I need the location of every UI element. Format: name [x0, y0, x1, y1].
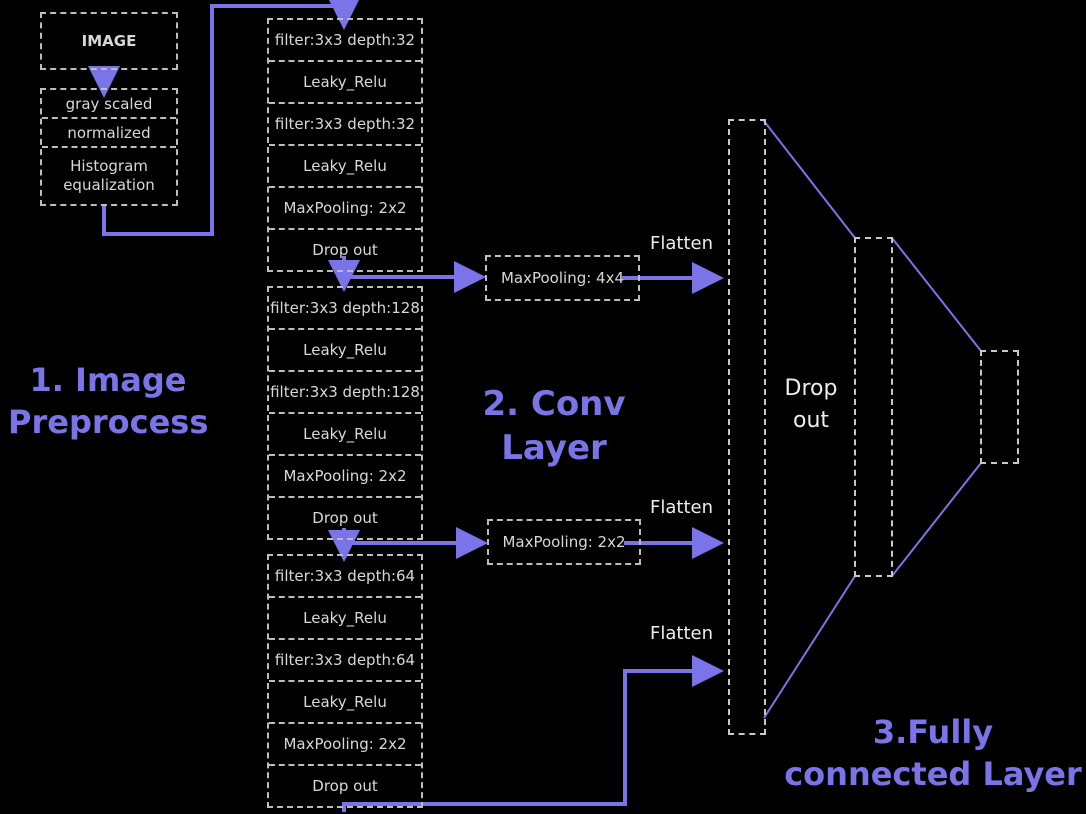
conv-layer-label: MaxPooling: 2x2: [283, 199, 407, 217]
conv-layer-label: MaxPooling: 2x2: [283, 467, 407, 485]
preprocess-step-label: Histogram equalization: [63, 156, 155, 195]
dropout-label-text: Drop out: [784, 376, 838, 433]
fc-funnel-line: [763, 120, 856, 239]
conv-layer-label: Leaky_Relu: [303, 73, 387, 91]
stage-label-preprocess: 1. Image Preprocess: [8, 360, 208, 443]
flatten-label: Flatten: [650, 233, 713, 254]
conv-layer: Leaky_Relu: [269, 598, 421, 640]
stage-label-conv: 2. Conv Layer: [434, 382, 674, 470]
conv-layer: Leaky_Relu: [269, 414, 421, 456]
fc-funnel-line: [891, 462, 982, 577]
flatten-label-text: Flatten: [650, 497, 713, 518]
dropout-column: [728, 119, 766, 735]
preprocess-stack: gray scaled normalized Histogram equaliz…: [40, 88, 178, 206]
arrow-preprocess-to-conv: [102, 0, 360, 236]
conv-layer-label: filter:3x3 depth:64: [274, 651, 416, 669]
conv-layer: filter:3x3 depth:32: [269, 104, 421, 146]
side-pool-1: MaxPooling: 4x4: [485, 255, 640, 301]
conv-layer-label: filter:3x3 depth:128: [270, 383, 420, 401]
conv-block-2: filter:3x3 depth:128 Leaky_Relu filter:3…: [267, 286, 423, 540]
flatten-label-text: Flatten: [650, 233, 713, 254]
conv-block-3: filter:3x3 depth:64 Leaky_Relu filter:3x…: [267, 554, 423, 808]
flatten-label-text: Flatten: [650, 623, 713, 644]
stage-label-text: 2. Conv Layer: [482, 384, 626, 469]
conv-block-1: filter:3x3 depth:32 Leaky_Relu filter:3x…: [267, 18, 423, 272]
side-pool-2: MaxPooling: 2x2: [487, 519, 641, 565]
fc-layer-output: [980, 350, 1019, 464]
image-input-label: IMAGE: [81, 31, 137, 50]
conv-layer: filter:3x3 depth:32: [269, 20, 421, 62]
conv-layer-label: filter:3x3 depth:128: [270, 299, 420, 317]
conv-layer-label: Leaky_Relu: [303, 157, 387, 175]
preprocess-step-label: normalized: [67, 123, 151, 142]
flatten-label: Flatten: [650, 497, 713, 518]
image-input-box: IMAGE: [40, 12, 178, 70]
conv-layer-label: Drop out: [312, 509, 378, 527]
side-pool-label: MaxPooling: 4x4: [500, 268, 625, 287]
preprocess-step-label: gray scaled: [65, 94, 153, 113]
conv-layer-label: Leaky_Relu: [303, 425, 387, 443]
conv-layer: filter:3x3 depth:64: [269, 640, 421, 682]
stage-label-text: 3.Fully connected Layer: [784, 713, 1082, 793]
conv-layer-label: Leaky_Relu: [303, 693, 387, 711]
conv-layer-label: MaxPooling: 2x2: [283, 735, 407, 753]
fc-layer-hidden: [854, 237, 893, 577]
conv-layer-label: Leaky_Relu: [303, 341, 387, 359]
conv-layer: Drop out: [269, 230, 421, 270]
preprocess-step: gray scaled: [42, 90, 176, 119]
conv-layer: filter:3x3 depth:128: [269, 288, 421, 330]
fc-funnel-line: [763, 575, 856, 719]
conv-layer: Leaky_Relu: [269, 330, 421, 372]
conv-layer-label: Drop out: [312, 241, 378, 259]
conv-layer: MaxPooling: 2x2: [269, 456, 421, 498]
side-pool-label: MaxPooling: 2x2: [502, 532, 626, 551]
conv-layer: Leaky_Relu: [269, 146, 421, 188]
conv-layer-label: Leaky_Relu: [303, 609, 387, 627]
conv-layer-label: Drop out: [312, 777, 378, 795]
flatten-label: Flatten: [650, 623, 713, 644]
fc-funnel-line: [891, 237, 982, 352]
conv-layer: Leaky_Relu: [269, 62, 421, 104]
preprocess-step: Histogram equalization: [42, 148, 176, 204]
conv-layer: filter:3x3 depth:128: [269, 372, 421, 414]
conv-layer-label: filter:3x3 depth:32: [274, 115, 416, 133]
conv-layer: MaxPooling: 2x2: [269, 724, 421, 766]
stage-label-fc: 3.Fully connected Layer: [780, 712, 1086, 795]
conv-layer-label: filter:3x3 depth:32: [274, 31, 416, 49]
conv-layer: Leaky_Relu: [269, 682, 421, 724]
preprocess-step: normalized: [42, 119, 176, 148]
conv-layer: filter:3x3 depth:64: [269, 556, 421, 598]
conv-layer: Drop out: [269, 766, 421, 806]
dropout-label: Drop out: [776, 373, 846, 437]
conv-layer: MaxPooling: 2x2: [269, 188, 421, 230]
conv-layer: Drop out: [269, 498, 421, 538]
conv-layer-label: filter:3x3 depth:64: [274, 567, 416, 585]
stage-label-text: 1. Image Preprocess: [8, 361, 209, 441]
